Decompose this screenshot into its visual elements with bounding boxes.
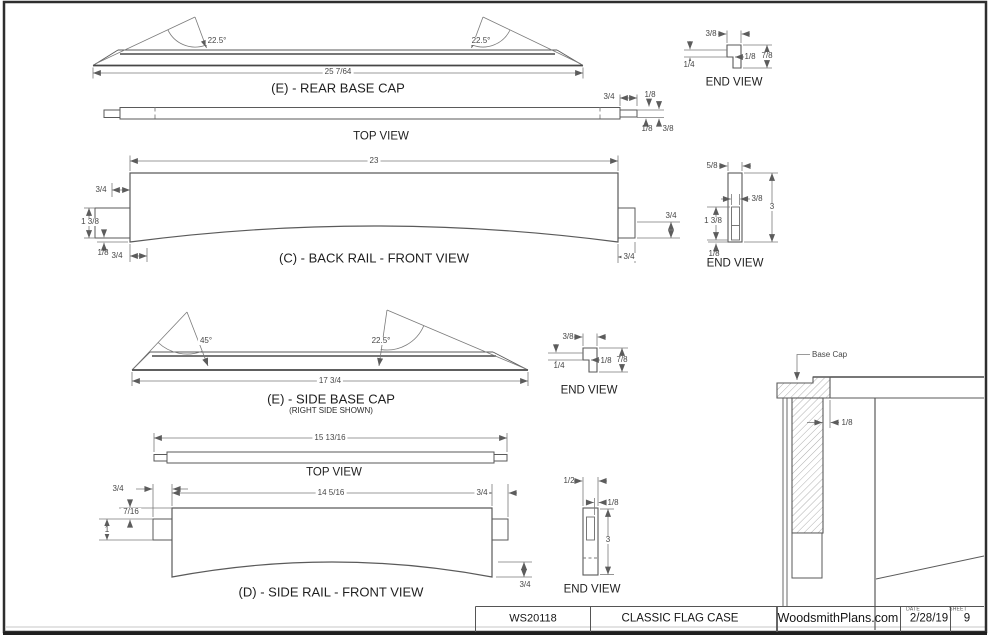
side-base-cap-profile [131,309,529,386]
rear-end-step-dim: 1/8 [744,52,756,61]
scev-height-dim: 7/8 [614,355,630,364]
website-label: WoodsmithPlans.com [777,610,899,625]
back-rail-title: (C) - BACK RAIL - FRONT VIEW [279,250,469,266]
base-cap-callout: Base Cap [812,349,848,359]
side-cap-end-view-drawing [548,333,628,373]
side-rail-length-dim: 14 5/16 [315,488,347,497]
rear-end-height-dim: 7/8 [759,51,775,60]
back-rail-drawing [84,155,680,263]
rear-top-tenon-width-dim: 3/8 [662,124,674,133]
side-cap-title: (E) - SIDE BASE CAP [267,391,395,407]
srev-top-dim: 1/2 [563,476,575,485]
side-rail-end-view-drawing [574,477,614,576]
title-block-rules [475,606,984,632]
back-rail-right-dim: 3/4 [663,211,679,220]
scev-title: END VIEW [560,383,618,396]
back-rail-length-dim: 23 [367,156,381,165]
rear-end-view-title: END VIEW [705,75,763,88]
side-top-length-dim: 15 13/16 [312,433,348,442]
rear-cap-angle-left-label: 22.5° [205,36,229,45]
plan-title: CLASSIC FLAG CASE [621,611,739,624]
side-rail-tenon-left-dim: 3/4 [112,484,124,493]
brev-groove-dim: 3/8 [751,194,763,203]
side-rail-title: (D) - SIDE RAIL - FRONT VIEW [238,584,424,600]
scev-step-dim: 1/8 [600,355,612,365]
side-cap-angle-right-label: 22.5° [369,336,393,345]
scev-top-dim: 3/8 [562,332,574,341]
sheet-number: 9 [963,612,971,625]
brev-height-dim: 3 [767,202,777,211]
sheet-border [2,0,988,635]
side-cap-angle-left-label: 45° [197,336,215,345]
srev-title: END VIEW [563,583,621,596]
rear-end-view-drawing [684,30,772,69]
side-cap-subtitle: (RIGHT SIDE SHOWN) [289,406,373,415]
back-rail-top-left-dim: 3/4 [95,185,107,194]
brev-mortise-dim: 1 3/8 [702,216,724,225]
srev-wall-dim: 1/8 [607,498,619,507]
rear-cap-title: (E) - REAR BASE CAP [271,80,405,96]
sheet-label: SHEET [949,606,967,613]
rear-end-top-dim: 3/8 [705,29,717,38]
date-value: 2/28/19 [909,612,949,625]
side-top-view-title: TOP VIEW [306,465,362,478]
side-cap-length-dim: 17 3/4 [316,376,344,385]
side-rail-bottom-right-dim: 3/4 [519,579,531,589]
detail-reveal-dim: 1/8 [841,418,853,427]
rear-top-view-title: TOP VIEW [353,130,409,143]
side-rail-drawing [99,484,532,578]
rear-base-cap-profile [92,16,584,79]
rear-cap-angle-right-label: 22.5° [469,36,493,45]
side-rail-tenon-height-dim: 1 [102,525,112,534]
scev-left-dim: 1/4 [551,361,567,370]
back-rail-end-view-drawing [707,162,778,252]
rear-cap-length-dim: 25 7/64 [322,67,354,76]
side-rail-tenon-right-dim: 3/4 [474,488,490,497]
side-rail-offset-dim: 7/16 [121,507,141,516]
rear-top-top-offset-dim: 1/8 [644,90,656,99]
rear-end-left-dim: 1/4 [681,59,697,69]
back-rail-tenon-height-dim: 1 3/8 [79,217,101,226]
rear-top-view-drawing [103,94,664,127]
back-rail-tenon-right-dim: 3/4 [621,252,637,261]
base-cap-detail-drawing [776,354,985,630]
brev-title: END VIEW [706,257,764,270]
back-rail-offset-dim: 1/8 [97,248,109,257]
plan-number: WS20118 [509,612,557,624]
back-rail-tenon-left-dim: 3/4 [111,251,123,260]
rear-top-tenon-dim: 3/4 [603,92,615,101]
rear-top-bottom-offset-dim: 1/8 [641,124,653,133]
brev-top-dim: 5/8 [706,161,718,170]
date-label: DATE [906,606,920,613]
brev-bottom-dim: 1/8 [708,249,720,258]
srev-height-dim: 3 [603,535,613,544]
